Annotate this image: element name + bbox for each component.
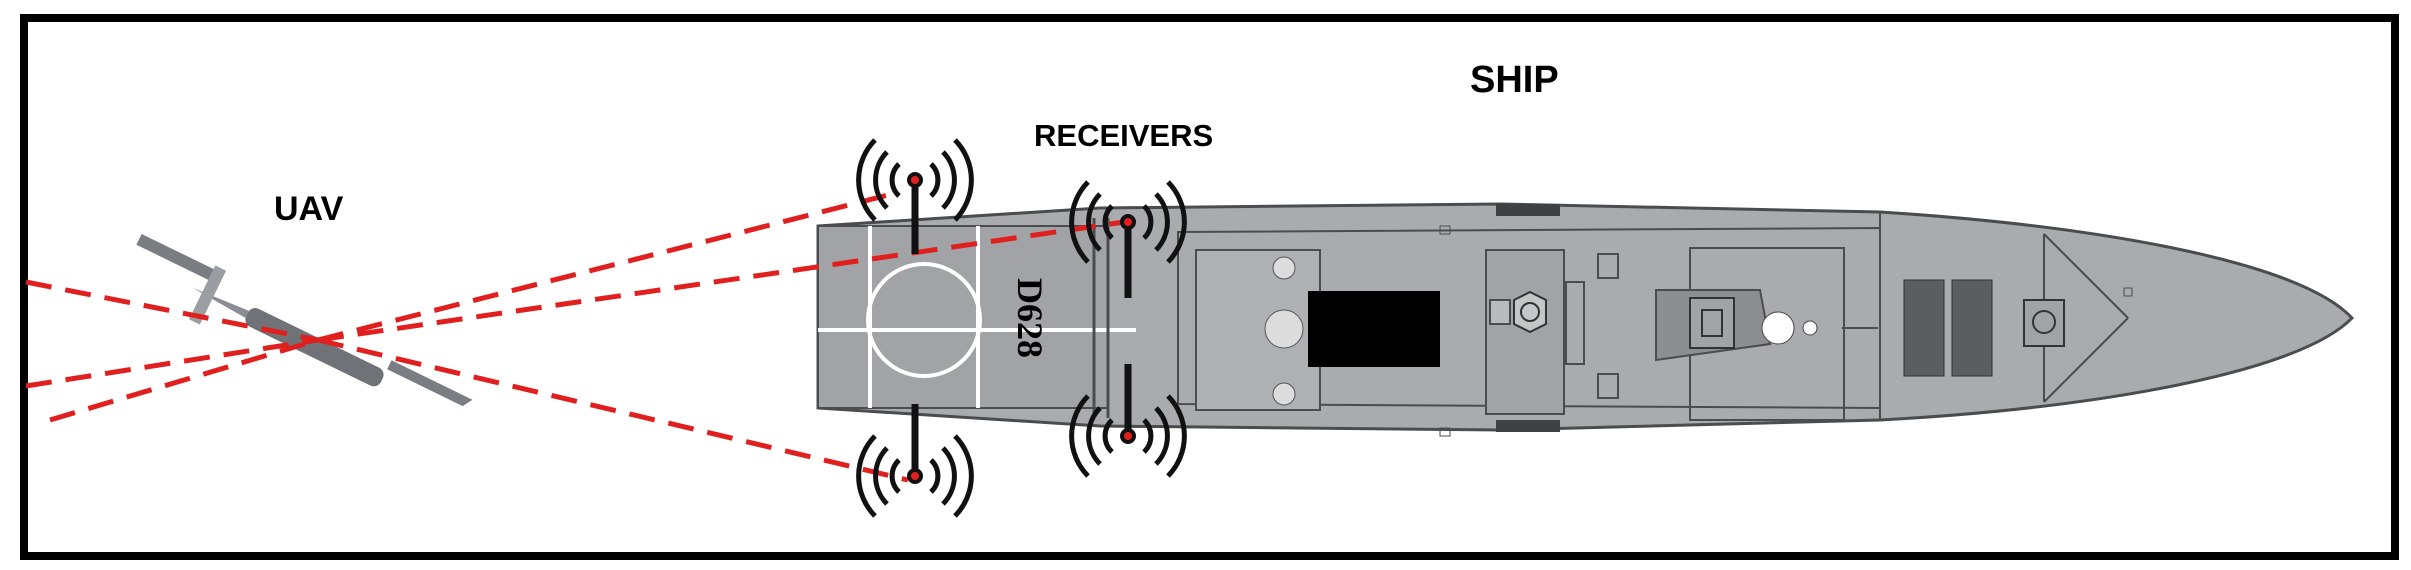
ship-label: SHIP [1470, 59, 1559, 101]
signal-lines [25, 191, 1125, 483]
fixed-wing-drone-icon [136, 233, 473, 407]
receivers-label: RECEIVERS [1034, 118, 1213, 153]
hull-number: D628 [1010, 278, 1050, 358]
uav-label: UAV [274, 190, 344, 228]
ship-hull [816, 202, 2355, 437]
antenna-stems [911, 184, 1132, 476]
